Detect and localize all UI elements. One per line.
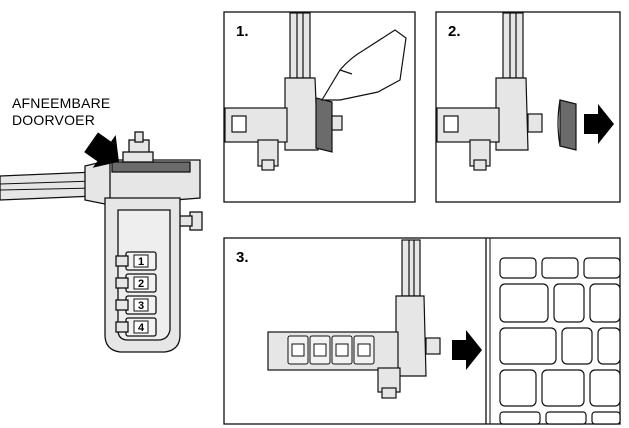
dial-digit-4: 4 bbox=[138, 322, 145, 334]
step-1-number: 1. bbox=[236, 23, 249, 40]
step-1-panel bbox=[224, 12, 415, 202]
dial-digit-3: 3 bbox=[138, 300, 144, 312]
grommet bbox=[316, 98, 332, 152]
step-2-panel bbox=[436, 12, 620, 202]
dial-digit-2: 2 bbox=[138, 278, 144, 290]
step-3-panel bbox=[224, 238, 620, 424]
grommet-dark bbox=[112, 162, 190, 172]
dial-digit-1: 1 bbox=[138, 256, 144, 268]
removed-grommet bbox=[560, 100, 576, 150]
step-3-number: 3. bbox=[236, 249, 249, 266]
step-2-number: 2. bbox=[448, 23, 461, 40]
